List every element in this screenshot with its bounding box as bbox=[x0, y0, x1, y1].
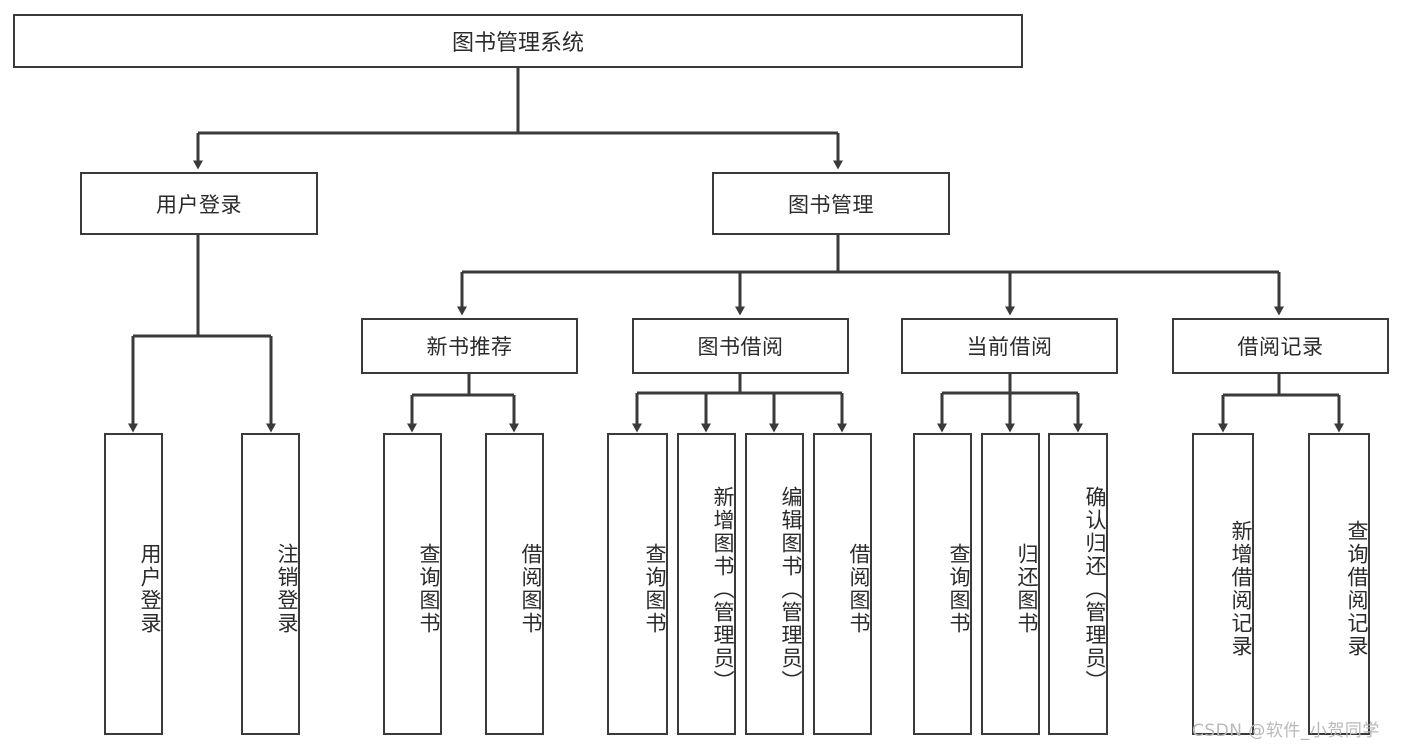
node-new-book-recommend-label: 新书推荐 bbox=[426, 335, 513, 359]
leaf-recommend-query-book[interactable]: 查询图书 bbox=[383, 433, 442, 735]
leaf-label: 新增借阅记录 bbox=[1229, 520, 1253, 658]
leaf-recommend-borrow-book[interactable]: 借阅图书 bbox=[485, 433, 544, 735]
node-book-management-label: 图书管理 bbox=[788, 192, 874, 217]
node-book-borrow[interactable]: 图书借阅 bbox=[632, 318, 849, 374]
leaf-label: 查询图书 bbox=[643, 543, 667, 635]
leaf-user-login-signout[interactable]: 注销登录 bbox=[241, 433, 300, 735]
leaf-current-return-book[interactable]: 归还图书 bbox=[981, 433, 1040, 735]
leaf-label: 借阅图书 bbox=[847, 543, 871, 635]
leaf-label: 归还图书 bbox=[1015, 543, 1039, 635]
node-user-login-label: 用户登录 bbox=[156, 192, 242, 217]
leaf-label: 查询图书 bbox=[417, 543, 441, 635]
node-current-borrow-label: 当前借阅 bbox=[966, 335, 1053, 359]
node-root-label: 图书管理系统 bbox=[451, 31, 584, 56]
leaf-user-login-signin[interactable]: 用户登录 bbox=[104, 433, 163, 735]
leaf-label: 编辑图书（管理员） bbox=[779, 485, 803, 693]
node-root-system[interactable]: 图书管理系统 bbox=[13, 14, 1023, 68]
leaf-current-query-book[interactable]: 查询图书 bbox=[913, 433, 972, 735]
leaf-label: 注销登录 bbox=[275, 543, 299, 635]
leaf-label: 确认归还（管理员） bbox=[1083, 485, 1107, 693]
node-book-management[interactable]: 图书管理 bbox=[712, 172, 950, 235]
node-user-login[interactable]: 用户登录 bbox=[80, 172, 318, 235]
node-borrow-records-label: 借阅记录 bbox=[1237, 335, 1324, 359]
leaf-records-query-record[interactable]: 查询借阅记录 bbox=[1308, 433, 1370, 735]
leaf-borrow-query-book[interactable]: 查询图书 bbox=[607, 433, 668, 735]
leaf-label: 新增图书（管理员） bbox=[711, 485, 735, 693]
node-new-book-recommend[interactable]: 新书推荐 bbox=[361, 318, 578, 374]
leaf-label: 查询借阅记录 bbox=[1345, 520, 1369, 658]
node-borrow-records[interactable]: 借阅记录 bbox=[1172, 318, 1389, 374]
leaf-borrow-borrow-book[interactable]: 借阅图书 bbox=[813, 433, 872, 735]
leaf-borrow-add-book-admin[interactable]: 新增图书（管理员） bbox=[677, 433, 736, 735]
leaf-borrow-edit-book-admin[interactable]: 编辑图书（管理员） bbox=[745, 433, 804, 735]
leaf-label: 用户登录 bbox=[138, 543, 162, 635]
leaf-label: 查询图书 bbox=[947, 543, 971, 635]
leaf-current-confirm-return-admin[interactable]: 确认归还（管理员） bbox=[1048, 433, 1108, 735]
leaf-label: 借阅图书 bbox=[519, 543, 543, 635]
node-book-borrow-label: 图书借阅 bbox=[697, 335, 784, 359]
leaf-records-add-record[interactable]: 新增借阅记录 bbox=[1192, 433, 1254, 735]
node-current-borrow[interactable]: 当前借阅 bbox=[901, 318, 1118, 374]
